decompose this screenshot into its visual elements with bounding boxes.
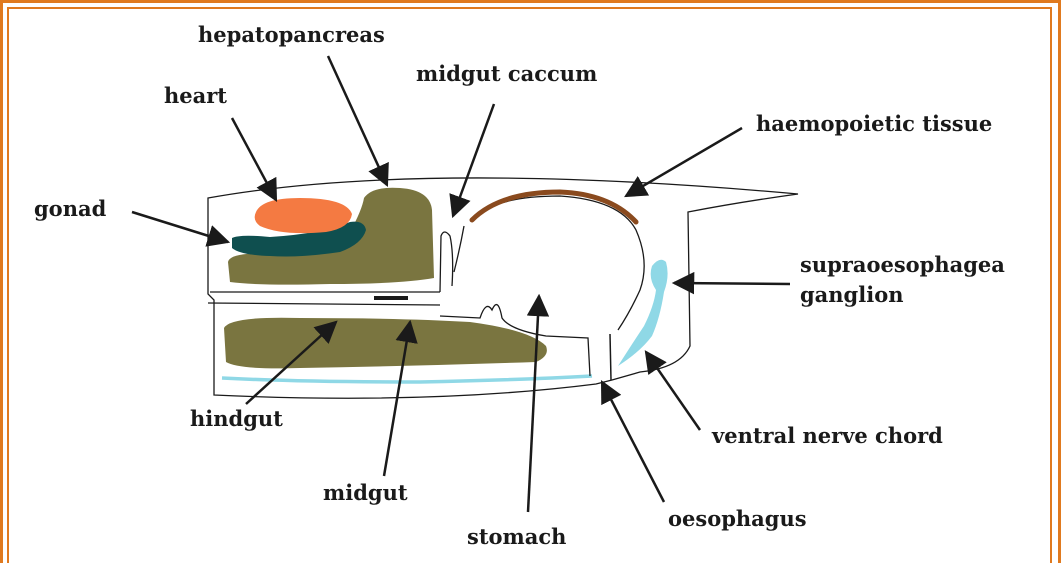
label-stomach: stomach <box>467 524 566 549</box>
label-ventral-nerve-chord: ventral nerve chord <box>711 423 943 448</box>
heart-organ <box>255 198 352 233</box>
gut-separator <box>208 303 440 305</box>
label-heart: heart <box>164 83 227 108</box>
oesophagus-tube <box>610 334 611 380</box>
arrow-supraoesophageal <box>674 283 790 284</box>
arrow-stomach <box>528 296 539 512</box>
caecum-fold <box>454 226 464 272</box>
label-hepatopancreas: hepatopancreas <box>198 22 385 47</box>
arrow-haemopoietic <box>626 128 742 196</box>
label-supraoesophageal-line1: supraoesophagea <box>800 252 1005 277</box>
arrow-gonad <box>132 212 228 242</box>
arrow-oesophagus <box>602 382 664 502</box>
label-midgut-caecum: midgut caccum <box>416 61 597 86</box>
label-hindgut: hindgut <box>190 406 283 431</box>
label-supraoesophageal-line2: ganglion <box>800 282 903 307</box>
label-haemopoietic-tissue: haemopoietic tissue <box>756 111 992 136</box>
label-gonad: gonad <box>34 196 107 221</box>
label-midgut: midgut <box>323 480 408 505</box>
label-oesophagus: oesophagus <box>668 506 807 531</box>
arrow-heart <box>232 118 276 200</box>
hindgut-mass <box>224 318 547 369</box>
arrow-midgut-caecum <box>453 104 494 216</box>
midgut-tube <box>374 296 408 300</box>
midgut-caecum-outline <box>440 232 453 292</box>
supraoesophageal-ganglion <box>618 260 668 366</box>
stomach-wall <box>472 196 644 330</box>
arrow-hepatopancreas <box>328 56 387 185</box>
